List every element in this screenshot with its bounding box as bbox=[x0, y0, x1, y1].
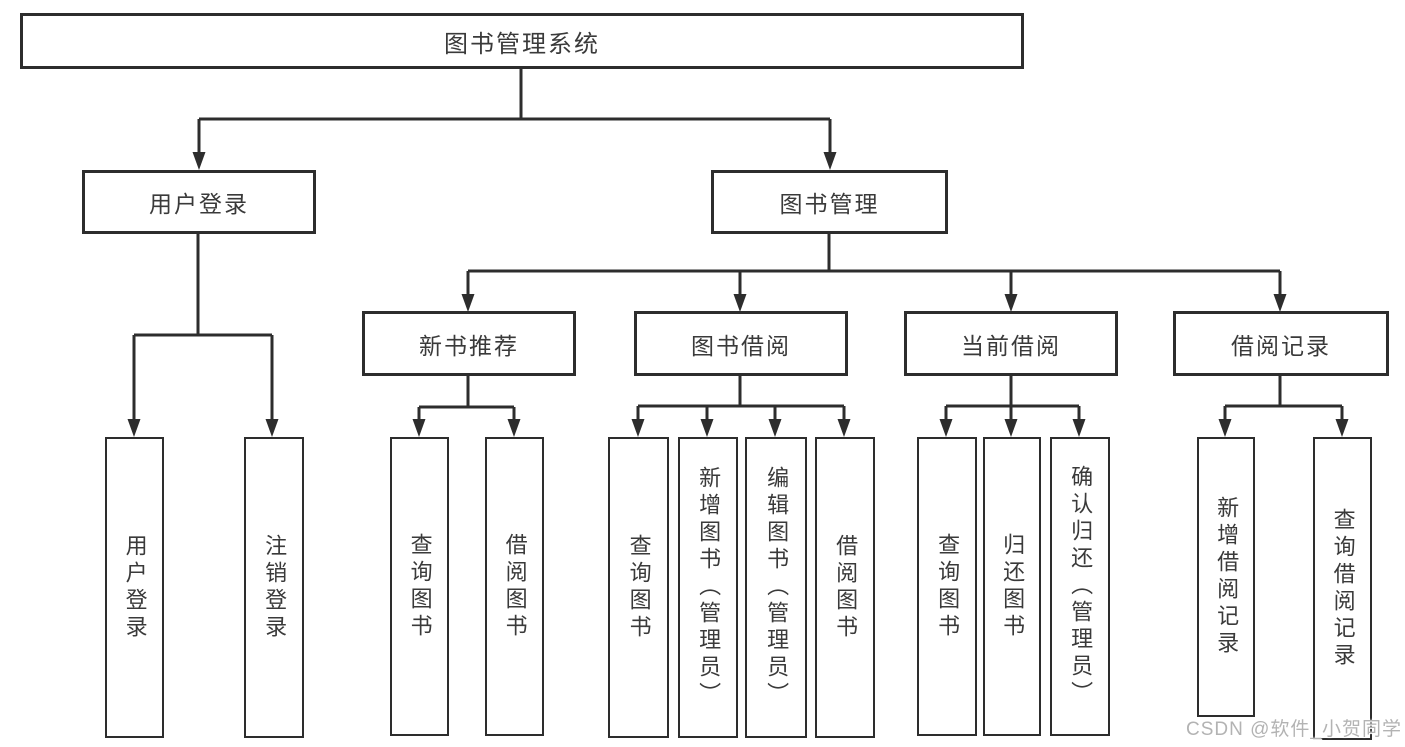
node-book-management-label: 图书管理 bbox=[779, 191, 880, 217]
leaf-add-book-admin-label: 新增图书（管理员） bbox=[696, 466, 722, 709]
arrowheads bbox=[127, 152, 1349, 437]
leaf-borrow-books-recommend: 借阅图书 bbox=[485, 437, 544, 736]
leaf-user-login-label: 用户登录 bbox=[122, 533, 148, 642]
node-new-book-recommend-label: 新书推荐 bbox=[419, 332, 519, 359]
leaf-confirm-return-admin-label: 确认归还（管理员） bbox=[1068, 465, 1094, 708]
node-root-label: 图书管理系统 bbox=[444, 30, 600, 58]
node-root-system: 图书管理系统 bbox=[20, 13, 1024, 69]
leaf-logout: 注销登录 bbox=[244, 437, 304, 738]
leaf-borrow-books-recommend-label: 借阅图书 bbox=[502, 532, 528, 641]
csdn-watermark: CSDN @软件_小贺同学 bbox=[1186, 719, 1402, 740]
node-book-borrow-label: 图书借阅 bbox=[691, 332, 791, 359]
leaf-query-books-current: 查询图书 bbox=[917, 437, 977, 736]
node-borrow-records: 借阅记录 bbox=[1173, 311, 1389, 376]
leaf-borrow-books-borrow: 借阅图书 bbox=[815, 437, 875, 738]
leaf-borrow-books-borrow-label: 借阅图书 bbox=[833, 533, 859, 642]
leaf-query-books-recommend: 查询图书 bbox=[390, 437, 449, 736]
node-borrow-records-label: 借阅记录 bbox=[1231, 332, 1331, 359]
leaf-user-login: 用户登录 bbox=[105, 437, 164, 738]
leaf-add-borrow-record: 新增借阅记录 bbox=[1197, 437, 1255, 717]
leaf-query-books-borrow-label: 查询图书 bbox=[626, 533, 652, 642]
leaf-query-books-current-label: 查询图书 bbox=[935, 532, 961, 641]
node-user-login: 用户登录 bbox=[82, 170, 316, 234]
leaf-confirm-return-admin: 确认归还（管理员） bbox=[1050, 437, 1110, 736]
leaf-query-borrow-record-label: 查询借阅记录 bbox=[1330, 507, 1356, 670]
node-user-login-label: 用户登录 bbox=[149, 191, 249, 217]
leaf-return-books: 归还图书 bbox=[983, 437, 1041, 736]
leaf-add-borrow-record-label: 新增借阅记录 bbox=[1214, 496, 1240, 658]
node-new-book-recommend: 新书推荐 bbox=[362, 311, 576, 376]
node-book-borrow: 图书借阅 bbox=[634, 311, 848, 376]
node-book-management: 图书管理 bbox=[711, 170, 948, 234]
leaf-logout-label: 注销登录 bbox=[262, 533, 288, 642]
node-current-borrow: 当前借阅 bbox=[904, 311, 1118, 376]
leaf-return-books-label: 归还图书 bbox=[1000, 532, 1026, 641]
leaf-query-books-borrow: 查询图书 bbox=[608, 437, 669, 738]
node-current-borrow-label: 当前借阅 bbox=[961, 332, 1061, 359]
leaf-edit-book-admin: 编辑图书（管理员） bbox=[745, 437, 807, 738]
leaf-query-borrow-record: 查询借阅记录 bbox=[1313, 437, 1372, 740]
leaf-edit-book-admin-label: 编辑图书（管理员） bbox=[764, 466, 790, 709]
leaf-add-book-admin: 新增图书（管理员） bbox=[678, 437, 738, 738]
leaf-query-books-recommend-label: 查询图书 bbox=[407, 532, 433, 641]
